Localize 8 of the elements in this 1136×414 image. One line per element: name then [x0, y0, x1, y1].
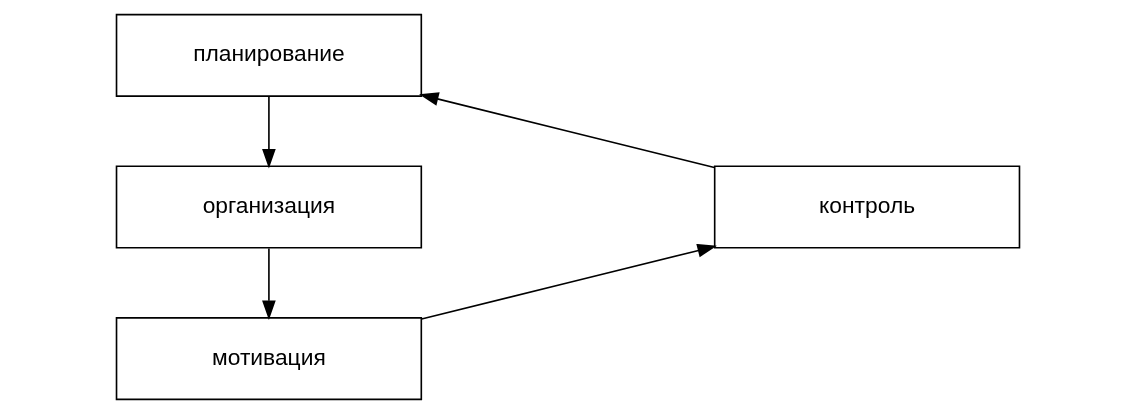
node-box: мотивация — [115, 317, 423, 401]
arrow — [420, 243, 717, 320]
node-box: планирование — [115, 13, 423, 97]
arrow — [262, 96, 276, 169]
node-box: организация — [115, 165, 423, 249]
arrow — [419, 92, 716, 169]
node-box: контроль — [713, 165, 1021, 249]
arrow — [262, 247, 276, 321]
